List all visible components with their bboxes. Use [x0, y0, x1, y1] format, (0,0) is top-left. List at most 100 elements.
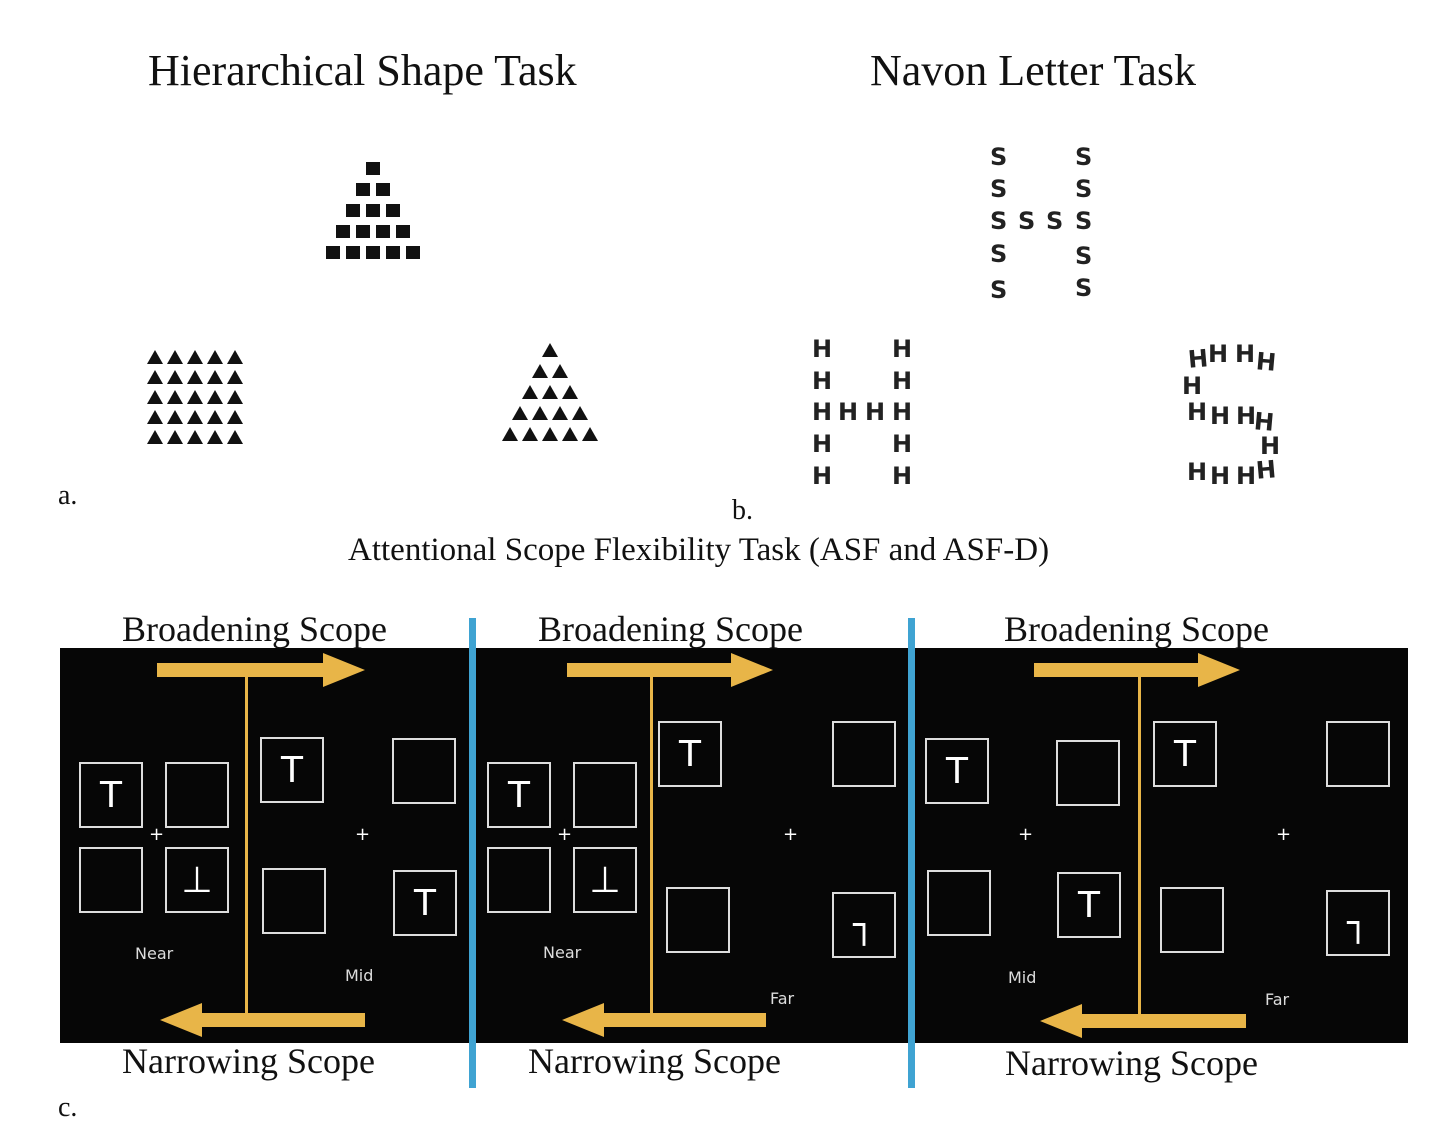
navon-local-letter: H: [812, 335, 833, 363]
stimulus-box: [262, 868, 326, 934]
triangle-element: [227, 350, 243, 364]
navon-local-letter: H: [812, 430, 833, 458]
triangle-element: [147, 430, 163, 444]
navon-local-letter: H: [1260, 432, 1281, 460]
square-element: [356, 225, 370, 238]
stimulus-box: [79, 847, 143, 913]
square-element: [356, 183, 370, 196]
triangle-element: [147, 390, 163, 404]
divider-1: [469, 618, 476, 1088]
square-element: [376, 183, 390, 196]
triangle-element: [147, 410, 163, 424]
triangle-element: [167, 390, 183, 404]
hierarchical-shapes: [147, 162, 598, 444]
triangle-element: [582, 427, 598, 441]
scope-axis-line: [650, 676, 653, 1020]
navon-local-letter: H: [1208, 340, 1229, 368]
navon-local-letter: H: [1236, 462, 1257, 490]
panel-c-title: Attentional Scope Flexibility Task (ASF …: [348, 532, 1050, 568]
triangle-element: [187, 370, 203, 384]
stimulus-box: [1326, 721, 1390, 787]
stimulus-box: T: [1153, 721, 1217, 787]
narrowing-arrow-icon: [160, 1003, 365, 1037]
triangle-element: [167, 430, 183, 444]
navon-local-letter: H: [892, 367, 913, 395]
navon-local-letter: S: [1075, 175, 1093, 203]
navon-local-letter: H: [1182, 372, 1203, 400]
scope-axis-line: [1138, 676, 1141, 1020]
square-element: [376, 225, 390, 238]
triangle-element: [167, 350, 183, 364]
distance-label: Mid: [345, 966, 374, 985]
broadening-scope-label: Broadening Scope: [1004, 609, 1269, 649]
triangle-element: [572, 406, 588, 420]
triangle-element: [167, 410, 183, 424]
navon-local-letter: H: [1187, 458, 1208, 486]
triangle-element: [552, 364, 568, 378]
square-element: [346, 204, 360, 217]
triangle-element: [227, 410, 243, 424]
stimulus-box: [666, 887, 730, 953]
square-element: [336, 225, 350, 238]
stimulus-box: T: [1057, 872, 1121, 938]
navon-local-letter: H: [1236, 402, 1257, 430]
panel-c-label: c.: [58, 1092, 78, 1123]
distance-label: Far: [1265, 990, 1290, 1009]
target-letter: T: [281, 749, 303, 791]
stimulus-box: [832, 721, 896, 787]
target-letter: T: [414, 882, 436, 924]
navon-local-letter: S: [990, 207, 1008, 235]
distractor-letter: ⊥: [589, 859, 621, 901]
target-letter: T: [1078, 884, 1100, 926]
square-element: [396, 225, 410, 238]
stimulus-box: [927, 870, 991, 936]
stimulus-box: T: [487, 762, 551, 828]
triangle-element: [522, 385, 538, 399]
target-letter: T: [679, 733, 701, 775]
panel-b-title: Navon Letter Task: [870, 46, 1197, 95]
navon-local-letter: H: [892, 335, 913, 363]
square-element: [366, 204, 380, 217]
navon-local-letter: H: [892, 398, 913, 426]
narrowing-arrow-icon: [1040, 1004, 1246, 1038]
navon-local-letter: H: [812, 398, 833, 426]
distance-label: Far: [770, 989, 795, 1008]
divider-2: [908, 618, 915, 1088]
triangle-element: [552, 406, 568, 420]
square-element: [346, 246, 360, 259]
target-letter: T: [508, 774, 530, 816]
square-element: [386, 204, 400, 217]
triangle-element: [187, 350, 203, 364]
triangle-element: [227, 370, 243, 384]
target-letter: T: [946, 750, 968, 792]
narrowing-scope-label: Narrowing Scope: [122, 1041, 375, 1081]
distractor-letter: ┐: [1347, 902, 1369, 944]
fixation-cross: +: [1018, 824, 1034, 845]
target-letter: T: [100, 774, 122, 816]
navon-local-letter: H: [838, 398, 859, 426]
navon-local-letter: H: [865, 398, 886, 426]
navon-local-letter: H: [812, 367, 833, 395]
triangle-element: [207, 410, 223, 424]
navon-local-letter: S: [1075, 274, 1093, 302]
navon-local-letter: H: [1187, 398, 1208, 426]
navon-local-letter: S: [1075, 242, 1093, 270]
triangle-element: [227, 390, 243, 404]
navon-local-letter: H: [1254, 347, 1278, 377]
fixation-cross: +: [149, 824, 165, 845]
distractor-letter: ┐: [853, 904, 875, 946]
asf-task-display: [60, 648, 1408, 1043]
square-element: [406, 246, 420, 259]
triangle-element: [187, 390, 203, 404]
navon-local-letter: H: [1254, 455, 1278, 485]
navon-local-letter: S: [1046, 207, 1064, 235]
navon-local-letter: H: [1235, 340, 1256, 368]
triangle-element: [532, 406, 548, 420]
distance-label: Near: [135, 944, 174, 963]
target-letter: T: [1174, 733, 1196, 775]
navon-local-letter: H: [892, 430, 913, 458]
triangle-element: [187, 430, 203, 444]
square-element: [366, 246, 380, 259]
triangle-element: [562, 427, 578, 441]
